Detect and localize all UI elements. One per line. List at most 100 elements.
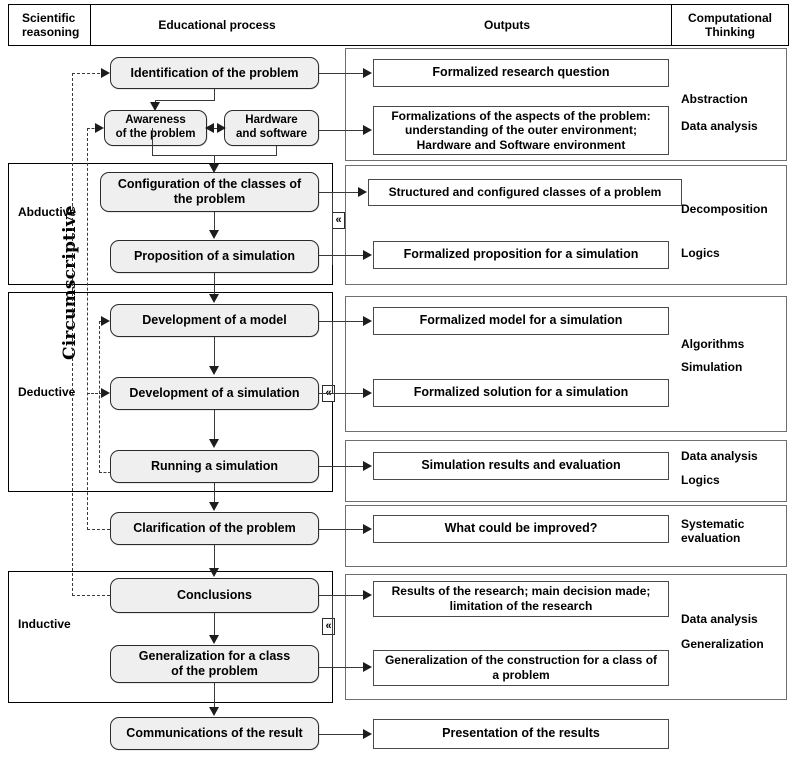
process-awareness-of-the-problem[interactable]: Awareness of the problem: [104, 110, 207, 146]
arrowhead-output-10: [363, 662, 372, 672]
arrowhead-output-8: [363, 524, 372, 534]
process-development-of-a-simulation[interactable]: Development of a simulation: [110, 377, 319, 410]
chip-inductive: «: [322, 618, 335, 635]
header-outputs: Outputs: [484, 17, 530, 32]
outputs-band-algorithms: [345, 296, 787, 432]
arrow-to-communications: [209, 707, 219, 716]
flow-conclusions-down: [214, 613, 215, 636]
arrowhead-output-1: [363, 68, 372, 78]
flow-configuration-down: [214, 212, 215, 232]
ct-decomposition: Decomposition: [681, 202, 768, 216]
output-generalization-of-the-construction[interactable]: Generalization of the construction for a…: [373, 650, 669, 686]
link-generalization-to-output: [319, 667, 366, 668]
ct-algorithms: Algorithms: [681, 337, 745, 351]
arrow-to-development-model: [209, 294, 219, 303]
header-divider-left: [90, 4, 91, 46]
flow-running-down: [214, 483, 215, 503]
process-communications-of-the-result[interactable]: Communications of the result: [110, 717, 319, 750]
process-proposition-of-a-simulation[interactable]: Proposition of a simulation: [110, 240, 319, 273]
header-computational-thinking: Computational Thinking: [688, 10, 772, 39]
arrowhead-output-4: [363, 250, 372, 260]
link-communications-to-output: [319, 734, 366, 735]
flow-model-down: [214, 337, 215, 367]
flow-simulation-down: [214, 410, 215, 440]
flow-merge-down: [214, 155, 215, 167]
link-clarification-to-output: [319, 529, 366, 530]
arrowhead-output-9: [363, 590, 372, 600]
circumscriptive-label: Circumscriptive: [60, 205, 80, 360]
output-formalized-research-question[interactable]: Formalized research question: [373, 59, 669, 87]
ct-systematic-evaluation: Systematic evaluation: [681, 517, 745, 546]
arrow-to-proposition: [209, 230, 219, 239]
arrow-to-configuration: [209, 164, 219, 173]
arrow-awareness-to-hardware: [217, 123, 226, 133]
flow-awareness-hardware: [208, 128, 224, 129]
process-clarification-of-the-problem[interactable]: Clarification of the problem: [110, 512, 319, 545]
process-running-a-simulation[interactable]: Running a simulation: [110, 450, 319, 483]
outputs-band-systematic: [345, 505, 787, 567]
arrowhead-feedback-model: [101, 316, 110, 326]
output-formalized-proposition[interactable]: Formalized proposition for a simulation: [373, 241, 669, 269]
process-conclusions[interactable]: Conclusions: [110, 578, 319, 613]
feedback-running-rail: [99, 321, 100, 473]
flow-generalization-down: [214, 683, 215, 708]
output-what-could-be-improved[interactable]: What could be improved?: [373, 515, 669, 543]
feedback-to-identification: [72, 73, 105, 74]
arrow-to-conclusions: [209, 568, 219, 577]
feedback-clarification-rail: [87, 128, 88, 530]
rail-inductive: [332, 595, 333, 667]
rail-deductive: [332, 321, 333, 393]
output-formalized-model[interactable]: Formalized model for a simulation: [373, 307, 669, 335]
output-simulation-results[interactable]: Simulation results and evaluation: [373, 452, 669, 480]
arrowhead-feedback-identification: [101, 68, 110, 78]
flow-proposition-down: [214, 273, 215, 295]
arrowhead-output-3: [358, 187, 367, 197]
process-generalization-for-a-class[interactable]: Generalization for a class of the proble…: [110, 645, 319, 683]
output-structured-and-configured-classes[interactable]: Structured and configured classes of a p…: [368, 179, 682, 206]
output-formalizations-of-the-aspects[interactable]: Formalizations of the aspects of the pro…: [373, 106, 669, 155]
link-hardware-to-output: [319, 130, 366, 131]
feedback-clarification-out: [87, 529, 110, 530]
feedback-to-simulation-stub: [87, 393, 102, 394]
process-configuration-of-the-classes[interactable]: Configuration of the classes of the prob…: [100, 172, 319, 212]
arrowhead-output-6: [363, 388, 372, 398]
link-configuration-to-output: [332, 192, 361, 193]
process-hardware-and-software[interactable]: Hardware and software: [224, 110, 319, 146]
link-conclusions-to-output: [319, 595, 366, 596]
ct-logics-2: Logics: [681, 473, 720, 487]
ct-data-analysis-1: Data analysis: [681, 119, 758, 133]
group-label-abductive: Abductive: [18, 205, 77, 219]
output-results-of-the-research[interactable]: Results of the research; main decision m…: [373, 581, 669, 617]
outputs-band-abstraction: [345, 48, 787, 161]
feedback-to-awareness-b: [87, 128, 99, 129]
chip-abductive: «: [332, 212, 345, 229]
outputs-band-data-analysis: [345, 440, 787, 502]
feedback-conclusions-rail: [72, 73, 73, 596]
group-label-deductive: Deductive: [18, 385, 76, 399]
flow-identification-down: [214, 89, 215, 101]
ct-generalization: Generalization: [681, 637, 764, 651]
feedback-conclusions-out: [72, 595, 110, 596]
arrowhead-output-11: [363, 729, 372, 739]
process-development-of-a-model[interactable]: Development of a model: [110, 304, 319, 337]
output-presentation-of-the-results[interactable]: Presentation of the results: [373, 719, 669, 749]
arrowhead-feedback-simulation: [101, 388, 110, 398]
header-educational-process: Educational process: [158, 17, 276, 32]
link-identification-to-output: [319, 73, 366, 74]
group-label-inductive: Inductive: [18, 617, 71, 631]
output-formalized-solution[interactable]: Formalized solution for a simulation: [373, 379, 669, 407]
outputs-band-generalization: [345, 574, 787, 700]
process-identification-of-the-problem[interactable]: Identification of the problem: [110, 57, 319, 89]
arrow-hardware-to-awareness: [205, 123, 214, 133]
header-divider-right: [671, 4, 672, 46]
arrow-to-awareness: [150, 102, 160, 111]
ct-logics-1: Logics: [681, 246, 720, 260]
link-running-to-output: [319, 466, 366, 467]
ct-data-analysis-3: Data analysis: [681, 612, 758, 626]
ct-data-analysis-2: Data analysis: [681, 449, 758, 463]
header-scientific-reasoning: Scientific reasoning: [22, 10, 80, 39]
flow-hardware-down: [276, 146, 277, 156]
arrowhead-feedback-awareness-b: [95, 123, 104, 133]
link-simulation-to-output: [319, 393, 366, 394]
